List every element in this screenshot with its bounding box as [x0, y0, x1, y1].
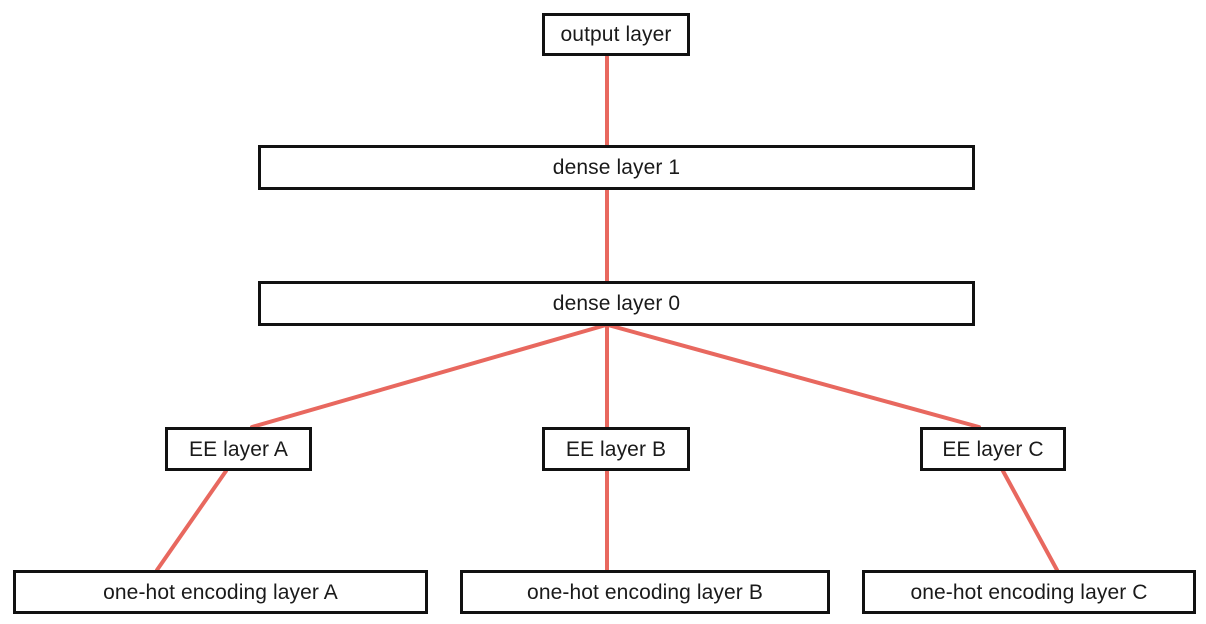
node-one-hot-layer-a[interactable]: one-hot encoding layer A	[13, 570, 428, 614]
node-output-layer-label: output layer	[560, 23, 672, 46]
node-dense-layer-1[interactable]: dense layer 1	[258, 145, 975, 190]
edge-onehot-a-to-ee-a	[155, 469, 228, 572]
node-ee-layer-a[interactable]: EE layer A	[165, 427, 312, 471]
node-one-hot-layer-c-label: one-hot encoding layer C	[910, 580, 1148, 604]
node-ee-layer-b-label: EE layer B	[565, 437, 667, 461]
node-ee-layer-c-label: EE layer C	[942, 437, 1044, 461]
node-one-hot-layer-b[interactable]: one-hot encoding layer B	[460, 570, 830, 614]
node-dense-layer-1-label: dense layer 1	[552, 156, 681, 179]
node-one-hot-layer-b-label: one-hot encoding layer B	[527, 580, 763, 604]
node-ee-layer-c[interactable]: EE layer C	[920, 427, 1066, 471]
node-ee-layer-a-label: EE layer A	[188, 437, 289, 461]
node-one-hot-layer-c[interactable]: one-hot encoding layer C	[862, 570, 1196, 614]
edge-ee-c-to-dense0	[606, 323, 981, 429]
edge-ee-a-to-dense0	[250, 323, 608, 429]
edge-onehot-c-to-ee-c	[1001, 469, 1059, 572]
node-dense-layer-0-label: dense layer 0	[552, 292, 681, 315]
node-dense-layer-0[interactable]: dense layer 0	[258, 281, 975, 326]
node-ee-layer-b[interactable]: EE layer B	[542, 427, 690, 471]
node-output-layer[interactable]: output layer	[542, 13, 690, 56]
node-one-hot-layer-a-label: one-hot encoding layer A	[103, 580, 338, 604]
